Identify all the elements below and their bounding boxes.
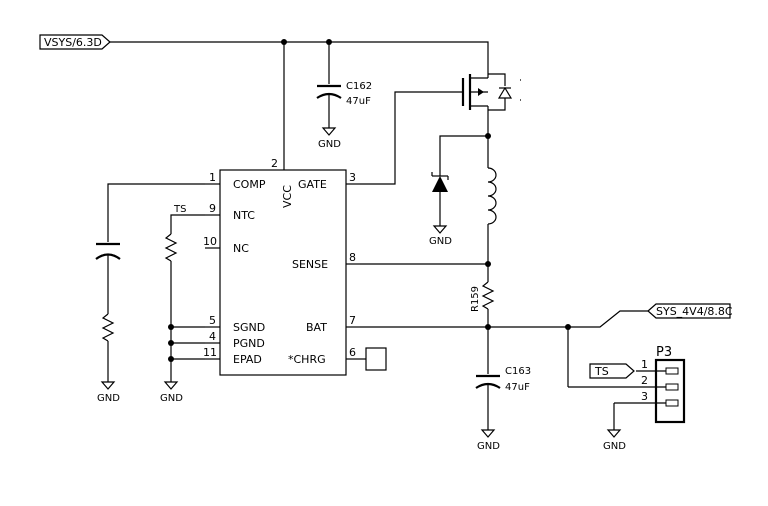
- svg-text:GND: GND: [477, 441, 500, 452]
- svg-text:47uF: 47uF: [346, 96, 371, 107]
- gnd-symbol-p3: GND: [603, 429, 626, 452]
- svg-text:TS: TS: [594, 365, 609, 378]
- ntc-network: TS: [164, 204, 205, 382]
- svg-text:NC: NC: [233, 242, 249, 255]
- connector-p3: P3 1 2 3: [568, 345, 686, 424]
- vsys-net-label: VSYS/6.3D: [39, 34, 111, 50]
- vsys-rail: [110, 41, 489, 70]
- svg-text:2: 2: [641, 374, 648, 387]
- bat-wire: [360, 310, 648, 328]
- gate-wire: [360, 91, 463, 185]
- svg-text:8: 8: [349, 251, 356, 264]
- left-pins: 1 COMP 9 NTC 10 NC 5 SGND 4 PGND 11 EPAD: [203, 171, 266, 366]
- sys-net-label: SYS_4V4/8.8C: [647, 303, 733, 319]
- right-pins: 3 GATE 8 SENSE 7 BAT 6 *CHRG: [288, 171, 360, 366]
- gnd-symbol-comp: GND: [97, 381, 120, 404]
- svg-text:PGND: PGND: [233, 337, 265, 350]
- svg-text:1: 1: [641, 358, 648, 371]
- svg-text:EPAD: EPAD: [233, 353, 262, 366]
- svg-text:SENSE: SENSE: [292, 258, 328, 271]
- pin-name-vcc: VCC: [281, 185, 294, 208]
- comp-network: [95, 183, 205, 382]
- ts-label: TS: [173, 204, 186, 215]
- svg-text:R159: R159: [470, 286, 481, 312]
- svg-text:BAT: BAT: [306, 321, 327, 334]
- svg-text:SGND: SGND: [233, 321, 265, 334]
- pin-number-2: 2: [271, 157, 278, 170]
- svg-text:C162: C162: [346, 81, 372, 92]
- svg-text:COMP: COMP: [233, 178, 266, 191]
- capacitor-c162: C162 47uF: [316, 42, 372, 128]
- svg-text:10: 10: [203, 235, 217, 248]
- svg-text:GND: GND: [160, 393, 183, 404]
- capacitor-c163: C163 47uF: [475, 327, 531, 430]
- svg-text:9: 9: [209, 202, 216, 215]
- svg-text:11: 11: [203, 346, 217, 359]
- schottky-diode: [431, 135, 488, 226]
- svg-text:C163: C163: [505, 366, 531, 377]
- gnd-symbol-diode: GND: [429, 225, 452, 247]
- svg-text:GND: GND: [97, 393, 120, 404]
- inductor: [487, 136, 497, 264]
- svg-text:NTC: NTC: [233, 209, 255, 222]
- svg-text:3: 3: [349, 171, 356, 184]
- charger-ic: [219, 169, 347, 376]
- svg-text:GATE: GATE: [298, 178, 327, 191]
- gnd-symbol-c163: GND: [477, 429, 500, 452]
- svg-text:3: 3: [641, 390, 648, 403]
- gnd-symbol-ntc: GND: [160, 381, 183, 404]
- svg-text:GND: GND: [429, 236, 452, 247]
- svg-text:6: 6: [349, 346, 356, 359]
- ts-net-label-p3: TS: [589, 363, 635, 379]
- resistor-r159: R159: [470, 264, 495, 327]
- svg-text:GND: GND: [603, 441, 626, 452]
- svg-text:*CHRG: *CHRG: [288, 353, 326, 366]
- svg-text:GND: GND: [318, 139, 341, 150]
- svg-text:5: 5: [209, 314, 216, 327]
- svg-text:P3: P3: [656, 345, 672, 360]
- gnd-symbol-c162: GND: [318, 127, 341, 150]
- svg-text:7: 7: [349, 314, 356, 327]
- p-mosfet: [461, 70, 521, 136]
- svg-text:4: 4: [209, 330, 216, 343]
- chrg-test-point: [365, 347, 387, 371]
- svg-text:47uF: 47uF: [505, 382, 530, 393]
- svg-text:SYS_4V4/8.8C: SYS_4V4/8.8C: [656, 305, 733, 318]
- svg-text:1: 1: [209, 171, 216, 184]
- svg-text:VSYS/6.3D: VSYS/6.3D: [44, 36, 102, 49]
